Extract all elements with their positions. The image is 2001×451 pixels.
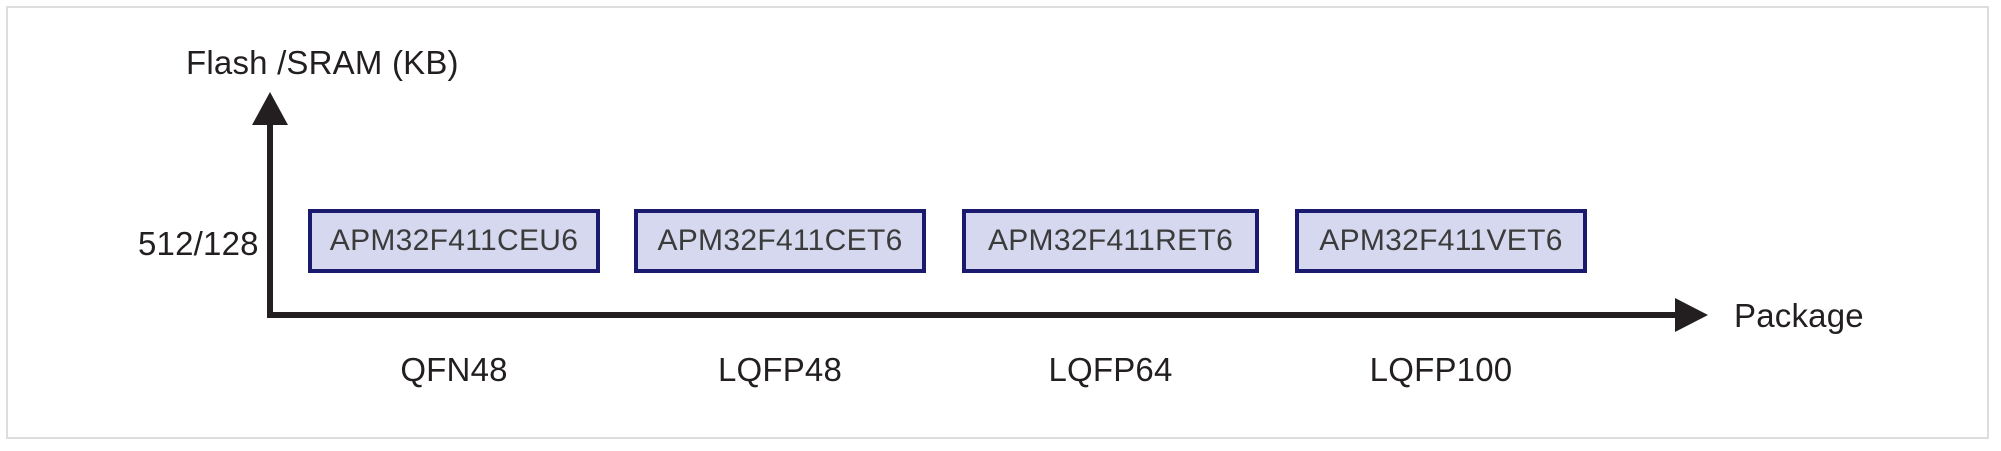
part-box-label: APM32F411VET6	[1319, 224, 1563, 257]
x-axis-title: Package	[1734, 297, 1864, 334]
y-axis-tick-label: 512/128	[138, 225, 259, 262]
package-tick-label: LQFP100	[1369, 351, 1513, 388]
package-tick-label: LQFP48	[717, 351, 843, 388]
part-box[interactable]: APM32F411CEU6	[308, 209, 600, 273]
part-box-label: APM32F411RET6	[987, 224, 1234, 257]
y-axis-title: Flash /SRAM (KB)	[186, 44, 459, 81]
part-box[interactable]: APM32F411RET6	[962, 209, 1259, 273]
part-box-label: APM32F411CET6	[657, 224, 903, 257]
part-box[interactable]: APM32F411VET6	[1295, 209, 1587, 273]
part-box[interactable]: APM32F411CET6	[634, 209, 926, 273]
y-axis-arrow-icon	[252, 92, 288, 125]
part-box-label: APM32F411CEU6	[329, 224, 579, 257]
package-tick-label: QFN48	[400, 351, 508, 388]
package-tick-label: LQFP64	[1048, 351, 1173, 388]
x-axis-arrow-icon	[1675, 298, 1708, 332]
y-axis-line	[267, 118, 273, 318]
x-axis-line	[267, 312, 1685, 318]
